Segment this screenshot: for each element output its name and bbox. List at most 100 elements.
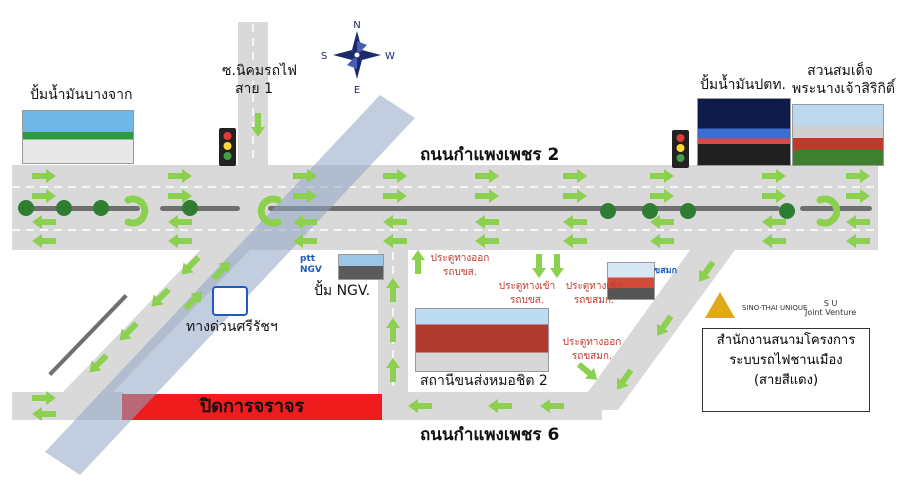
u-turn-icons bbox=[124, 195, 841, 227]
direction-arrow bbox=[846, 169, 870, 183]
direction-arrow bbox=[168, 215, 192, 229]
tree bbox=[680, 203, 696, 219]
road-label-kamphaeng-phet-2: ถนนกำแพงเพชร 2 bbox=[420, 145, 560, 165]
compass-w: W bbox=[385, 51, 395, 62]
gate-exit-bus-label: ประตูทางออก รถบขส. bbox=[426, 252, 494, 280]
office-line2: ระบบรถไฟชานเมือง bbox=[729, 353, 843, 368]
soi-label: ซ.นิคมรถไฟ สาย 1 bbox=[222, 62, 298, 98]
direction-arrow bbox=[762, 169, 786, 183]
direction-arrow bbox=[211, 261, 231, 281]
direction-arrow bbox=[293, 189, 317, 203]
tree bbox=[182, 200, 198, 216]
direction-arrow bbox=[475, 169, 499, 183]
direction-arrow bbox=[475, 234, 499, 248]
direction-arrow bbox=[563, 234, 587, 248]
office-line1: สำนักงานสนามโครงการ bbox=[716, 333, 856, 348]
u-turn-icon bbox=[257, 195, 282, 227]
closed-road-segment bbox=[122, 394, 382, 420]
direction-arrow bbox=[32, 391, 56, 405]
direction-arrow bbox=[475, 189, 499, 203]
direction-arrow bbox=[293, 169, 317, 183]
direction-arrow bbox=[475, 215, 499, 229]
traffic-arrows bbox=[32, 113, 870, 421]
direction-arrow bbox=[846, 189, 870, 203]
direction-arrow bbox=[563, 169, 587, 183]
tree bbox=[600, 203, 616, 219]
gate-exit-bmta-line1: ประตูทางออก bbox=[562, 337, 622, 348]
direction-arrow bbox=[762, 234, 786, 248]
direction-arrow bbox=[386, 278, 400, 302]
ngv-logo-text: NGV bbox=[300, 265, 322, 275]
direction-arrow bbox=[251, 113, 265, 137]
compass-n: N bbox=[353, 18, 360, 29]
direction-arrow bbox=[650, 169, 674, 183]
compass-rose: N S E W bbox=[321, 18, 395, 96]
su-logo-line2: Joint Venture bbox=[805, 308, 857, 317]
u-turn-icon bbox=[816, 195, 841, 227]
direction-arrow bbox=[563, 189, 587, 203]
ngv-pump-label: ปั้ม NGV. bbox=[314, 283, 371, 299]
ptt-logo: ptt NGV bbox=[300, 254, 322, 276]
direction-arrow bbox=[119, 321, 139, 341]
ptt-logo-text: ptt bbox=[300, 254, 316, 264]
direction-arrow bbox=[386, 318, 400, 342]
direction-arrow bbox=[563, 215, 587, 229]
road-label-kamphaeng-phet-6: ถนนกำแพงเพชร 6 bbox=[420, 425, 560, 445]
direction-arrow bbox=[650, 234, 674, 248]
bmta-logo: ขสมก bbox=[654, 266, 678, 276]
direction-arrow bbox=[408, 399, 432, 413]
direction-arrow bbox=[383, 234, 407, 248]
office-line3: (สายสีแดง) bbox=[753, 373, 819, 388]
gate-exit-bmta-label: ประตูทางออก รถขสมก. bbox=[558, 336, 626, 364]
gate-enter-bus-line2: รถบขส. bbox=[510, 295, 544, 306]
traffic-signal-left bbox=[219, 128, 236, 166]
direction-arrow bbox=[762, 215, 786, 229]
direction-arrow bbox=[550, 254, 564, 278]
ptt-pump-label: ปั้มน้ำมันปตท. bbox=[700, 77, 787, 93]
gate-enter-bus-line1: ประตูทางเข้า bbox=[498, 281, 556, 292]
direction-arrow bbox=[846, 234, 870, 248]
expressway-label: ทางด่วนศรีรัชฯ bbox=[186, 319, 278, 335]
su-logo-line1: S U bbox=[823, 299, 838, 308]
direction-arrow bbox=[386, 358, 400, 382]
direction-arrow bbox=[846, 215, 870, 229]
direction-arrow bbox=[540, 399, 564, 413]
direction-arrow bbox=[383, 169, 407, 183]
direction-arrow bbox=[411, 250, 425, 274]
direction-arrow bbox=[32, 215, 56, 229]
gate-exit-bus-line2: รถบขส. bbox=[443, 267, 477, 278]
soi-label-line1: ซ.นิคมรถไฟ bbox=[222, 63, 298, 79]
direction-arrow bbox=[32, 169, 56, 183]
direction-arrow bbox=[183, 291, 203, 311]
gate-enter-bus-label: ประตูทางเข้า รถบขส. bbox=[494, 280, 560, 308]
direction-arrow bbox=[650, 215, 674, 229]
ngv-pump-photo bbox=[338, 254, 384, 280]
direction-arrow bbox=[168, 169, 192, 183]
direction-arrow bbox=[617, 368, 634, 390]
bus-terminal-access-right bbox=[575, 250, 735, 410]
direction-arrow bbox=[383, 189, 407, 203]
tree bbox=[18, 200, 34, 216]
tree bbox=[93, 200, 109, 216]
bangchak-pump-label: ปั้มน้ำมันบางจาก bbox=[30, 87, 133, 103]
traffic-signal-right bbox=[672, 130, 689, 168]
direction-arrow bbox=[657, 314, 674, 336]
bus-terminal-label: สถานีขนส่งหมอชิต 2 bbox=[420, 373, 548, 389]
park-label: สวนสมเด็จ พระนางเจ้าสิริกิติ์ bbox=[792, 62, 895, 98]
project-office-box: สำนักงานสนามโครงการ ระบบรถไฟชานเมือง (สา… bbox=[702, 328, 870, 412]
tree bbox=[642, 203, 658, 219]
road-closed-label: ปิดการจราจร bbox=[199, 396, 305, 417]
gate-enter-bmta-line1: ประตูทางเข้า bbox=[565, 281, 623, 292]
bus-terminal-photo bbox=[415, 308, 549, 372]
direction-arrow bbox=[89, 353, 109, 373]
direction-arrow bbox=[293, 234, 317, 248]
median-trees bbox=[18, 200, 795, 219]
gate-exit-bus-line1: ประตูทางออก bbox=[430, 253, 490, 264]
compass-s: S bbox=[321, 51, 327, 62]
u-turn-icon bbox=[124, 195, 149, 227]
gate-enter-bmta-label: ประตูทางเข้า รถขสมก. bbox=[560, 280, 628, 308]
park-photo bbox=[792, 104, 884, 166]
direction-arrow bbox=[576, 361, 598, 380]
exat-logo bbox=[212, 286, 248, 316]
